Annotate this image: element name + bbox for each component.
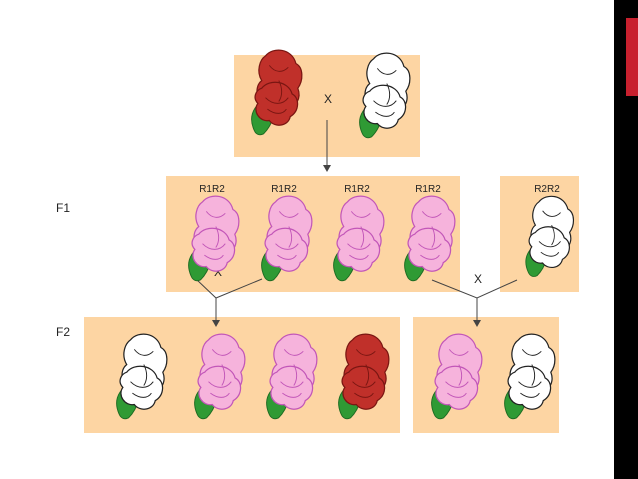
petal-detail — [518, 349, 542, 398]
petal-detail — [280, 349, 304, 398]
white-flower — [116, 333, 168, 420]
pink-flower — [404, 195, 456, 282]
arrowhead-testcross — [473, 320, 481, 327]
pink-flower — [194, 333, 246, 420]
petal-detail — [352, 349, 376, 398]
f1-genotype-label: R1R2 — [199, 184, 225, 195]
f2-generation-label: F2 — [56, 325, 70, 339]
parents-cross-symbol: X — [324, 92, 332, 106]
pink-flower — [333, 195, 385, 282]
white-flower — [359, 52, 411, 139]
petal-detail — [265, 65, 289, 114]
petal-detail — [445, 349, 469, 398]
petal-detail — [130, 349, 154, 398]
cross-connectors — [195, 120, 518, 323]
petal-detail — [418, 211, 442, 260]
petal-detail — [202, 211, 226, 260]
petal-detail — [538, 210, 561, 257]
testcross-genotype-label: R2R2 — [534, 184, 560, 195]
f1-genotype-label: R1R2 — [344, 184, 370, 195]
arrowhead-f1 — [323, 165, 331, 172]
f1-genotype-label: R1R2 — [415, 184, 441, 195]
white-flower — [525, 195, 575, 277]
arrowheads — [212, 165, 481, 327]
f1-cross-symbol: X — [214, 265, 222, 279]
red-flower — [338, 333, 390, 420]
flower-layer — [116, 49, 575, 420]
f1-generation-label: F1 — [56, 201, 70, 215]
petal-detail — [373, 68, 397, 117]
petal-detail — [208, 349, 232, 398]
f1-genotype-label: R1R2 — [271, 184, 297, 195]
petal-detail — [347, 211, 371, 260]
arrowhead-f2 — [212, 320, 220, 327]
white-flower — [504, 333, 556, 420]
red-flower — [251, 49, 303, 136]
petal-detail — [275, 211, 299, 260]
pink-flower — [261, 195, 313, 282]
pink-flower — [188, 195, 240, 282]
pink-flower — [266, 333, 318, 420]
pink-flower — [431, 333, 483, 420]
slide-accent-bar — [626, 18, 638, 96]
testcross-cross-symbol: X — [474, 272, 482, 286]
